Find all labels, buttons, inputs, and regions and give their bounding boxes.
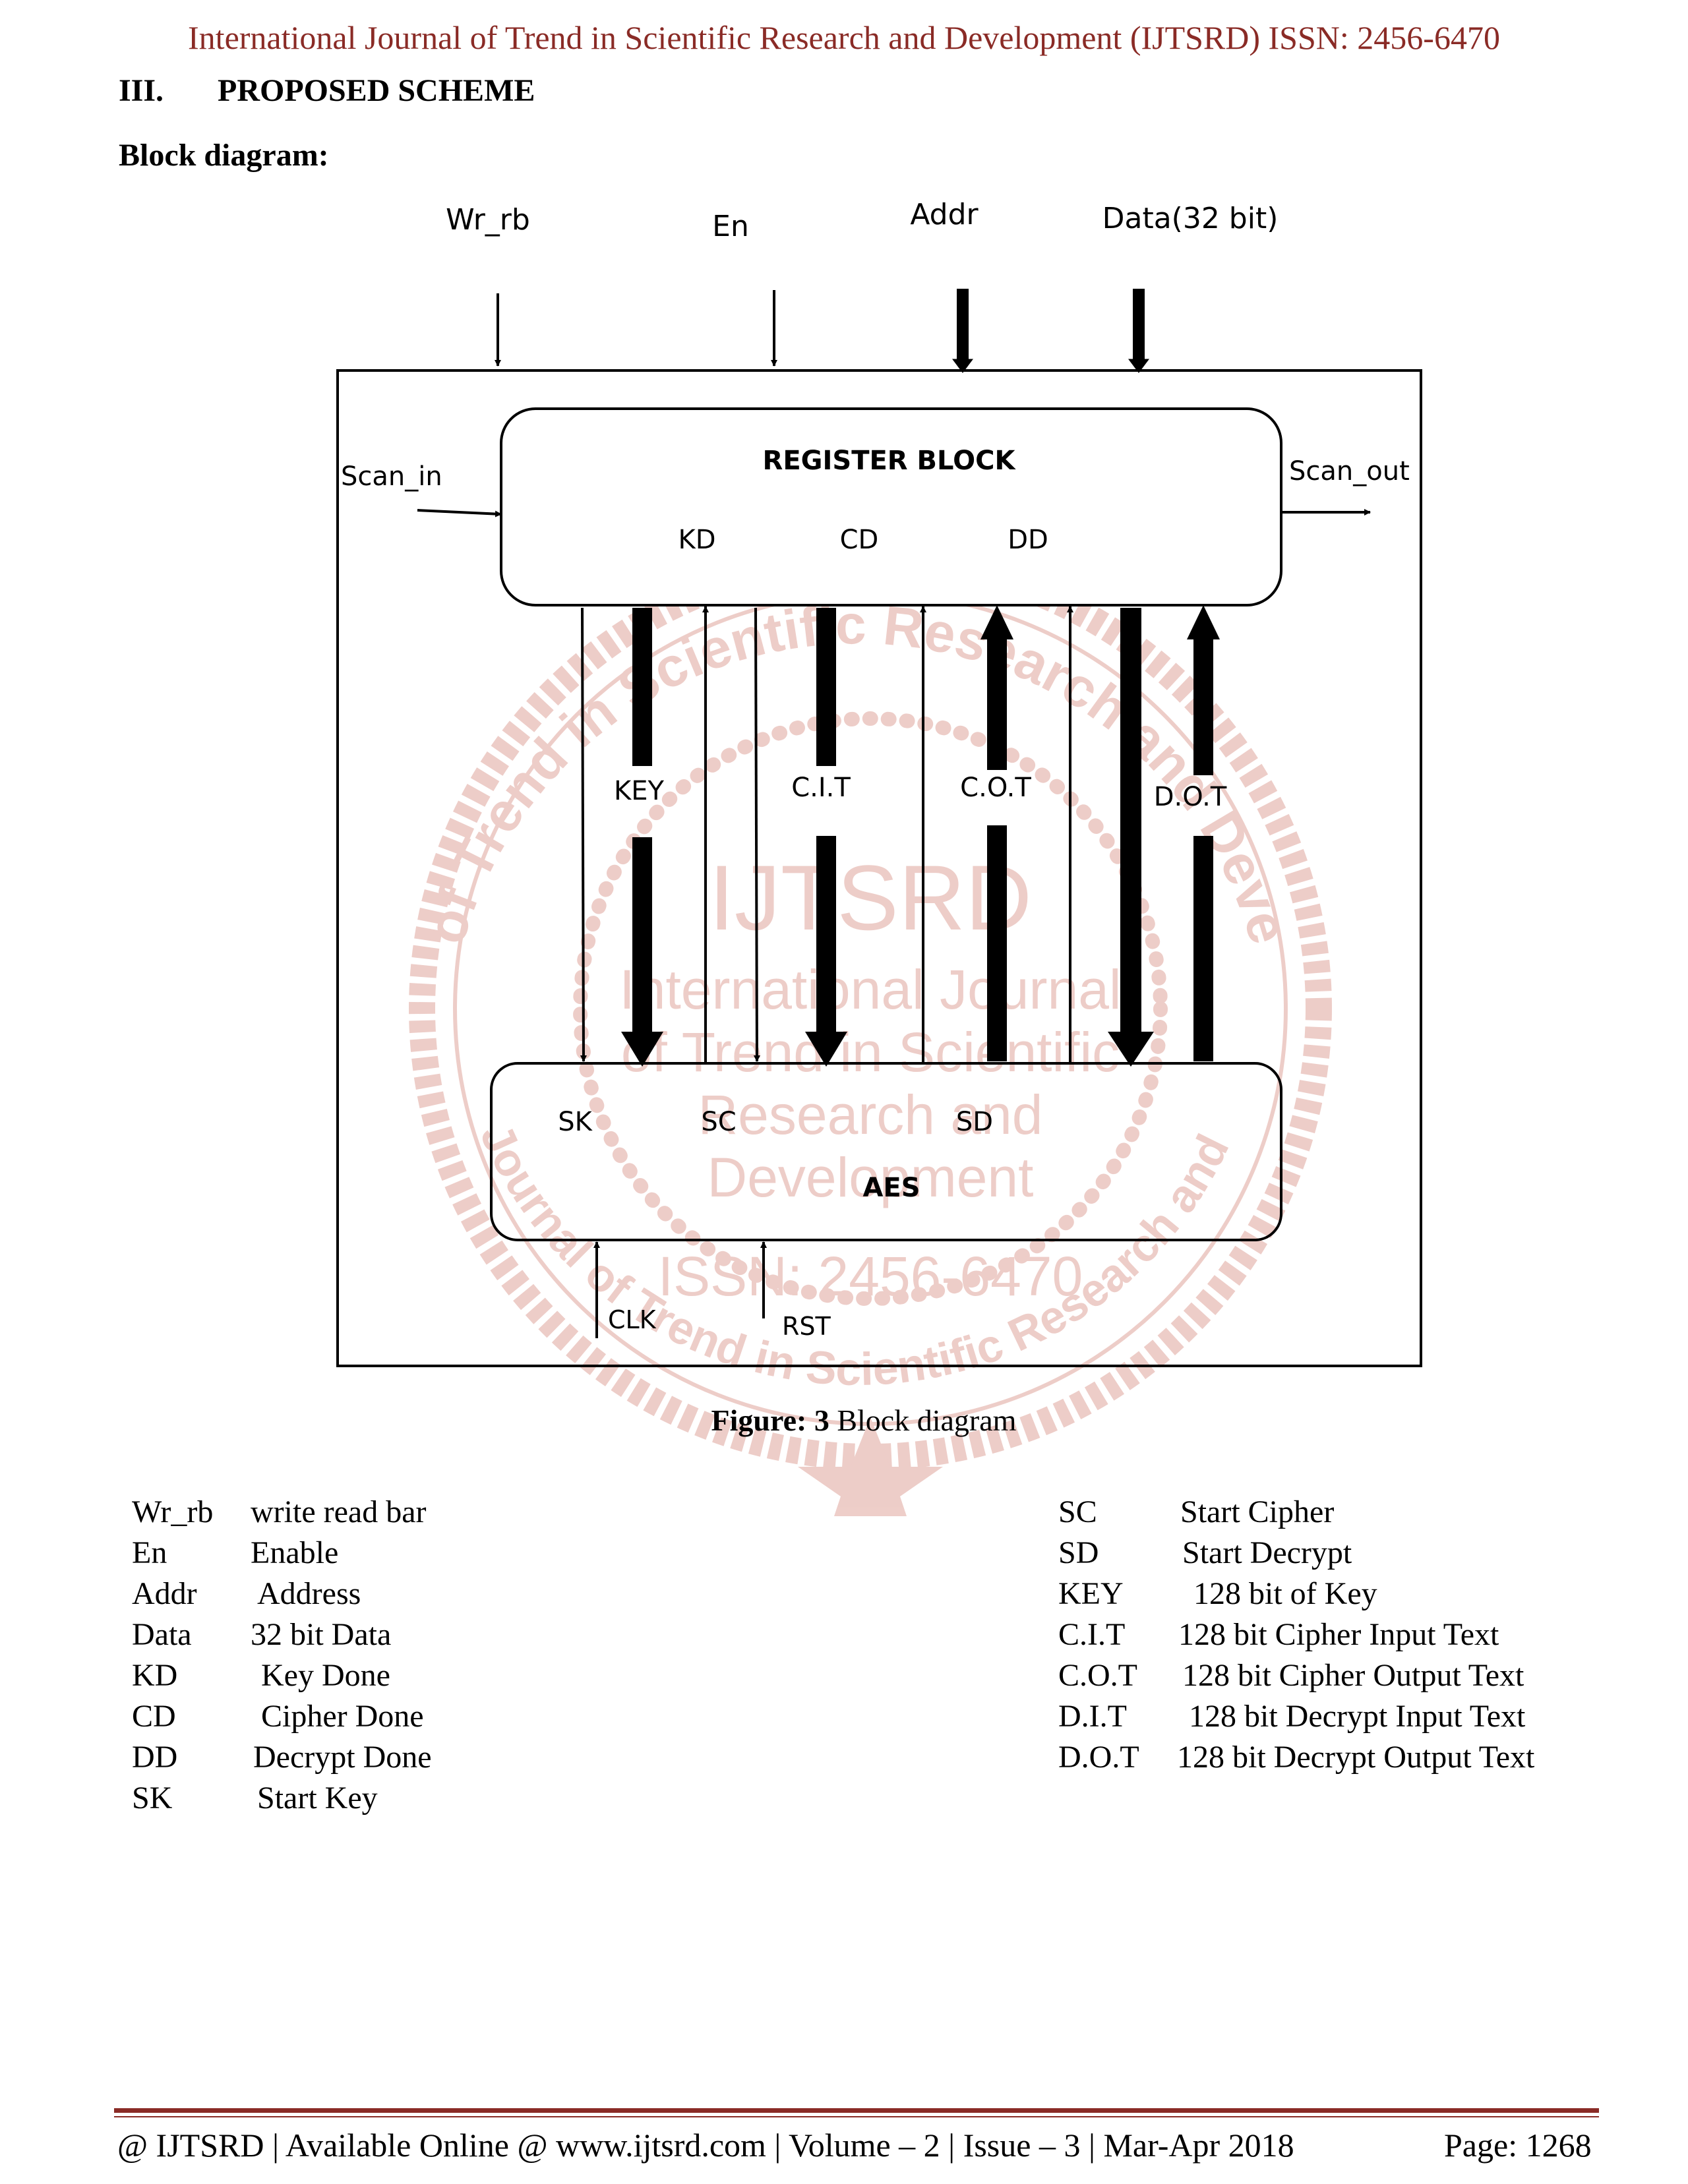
legend-abbr: CD	[132, 1699, 176, 1734]
journal-header: International Journal of Trend in Scient…	[188, 19, 1500, 56]
outer-frame	[336, 369, 1422, 1367]
figure-caption-text: Block diagram	[837, 1403, 1017, 1437]
label-dd: DD	[1008, 525, 1048, 555]
legend-abbr: En	[132, 1535, 167, 1570]
label-data: Data(32 bit)	[1102, 202, 1279, 235]
label-dot: D.O.T	[1154, 782, 1227, 812]
label-sd: SD	[956, 1107, 993, 1137]
legend-abbr: Addr	[132, 1576, 197, 1611]
legend-desc: Start Decrypt	[1182, 1535, 1352, 1570]
input-arrows	[495, 289, 1149, 373]
watermark-line3: Research and	[698, 1084, 1043, 1146]
aes-title: AES	[862, 1173, 920, 1203]
legend-abbr: KD	[132, 1658, 178, 1693]
star-icon	[798, 1417, 943, 1516]
watermark-line2: of Trend in Scientific	[621, 1021, 1120, 1083]
control-arrows	[580, 606, 1073, 1063]
legend-desc: write read bar	[251, 1494, 427, 1529]
label-cit: C.I.T	[791, 773, 851, 803]
register-block	[500, 407, 1282, 606]
label-kd: KD	[678, 525, 715, 555]
legend-abbr: D.I.T	[1058, 1699, 1127, 1734]
legend-abbr: Data	[132, 1617, 192, 1652]
label-en: En	[712, 210, 749, 243]
label-sc: SC	[701, 1107, 736, 1137]
watermark-issn: ISSN: 2456-6470	[658, 1245, 1083, 1307]
legend-abbr: C.I.T	[1058, 1617, 1126, 1652]
footer-text: @ IJTSRD | Available Online @ www.ijtsrd…	[117, 2127, 1294, 2164]
legend-desc: 128 bit of Key	[1193, 1576, 1377, 1611]
block-diagram: Journal of Trend in Scientific Research …	[0, 0, 1422, 1516]
legend-abbr: DD	[132, 1740, 178, 1775]
legend-desc: Decrypt Done	[253, 1740, 432, 1775]
section-title: PROPOSED SCHEME	[218, 73, 535, 108]
legend-desc: Key Done	[261, 1658, 390, 1693]
label-cd: CD	[840, 525, 879, 555]
footer-rule-thin	[114, 2116, 1599, 2117]
register-block-title: REGISTER BLOCK	[763, 446, 1017, 476]
figure-caption-label: Figure: 3	[711, 1403, 829, 1437]
data-buses	[621, 605, 1220, 1067]
page-number: Page: 1268	[1444, 2127, 1592, 2164]
label-cot: C.O.T	[960, 773, 1031, 803]
subheading: Block diagram:	[119, 138, 329, 173]
legend-abbr: SC	[1058, 1494, 1097, 1529]
label-sk: SK	[558, 1107, 593, 1137]
legend-desc: 128 bit Decrypt Input Text	[1189, 1699, 1526, 1734]
section-number: III.	[119, 73, 164, 108]
footer-rule	[114, 2108, 1599, 2113]
clock-reset-arrows	[593, 1241, 767, 1338]
label-wr-rb: Wr_rb	[446, 203, 530, 237]
scan-in-arrow	[417, 509, 502, 517]
legend-abbr: SD	[1058, 1535, 1099, 1570]
aes-block	[490, 1062, 1282, 1241]
label-scan-out: Scan_out	[1289, 456, 1410, 487]
legend-desc: 32 bit Data	[251, 1617, 392, 1652]
watermark-line4: Development	[708, 1146, 1034, 1208]
legend-desc: Address	[257, 1576, 361, 1611]
label-addr: Addr	[910, 198, 979, 231]
label-key: KEY	[614, 776, 665, 806]
label-rst: RST	[782, 1312, 831, 1341]
legend-desc: 128 bit Cipher Output Text	[1182, 1658, 1524, 1693]
legend-desc: Start Key	[257, 1781, 378, 1815]
legend-desc: Enable	[251, 1535, 339, 1570]
legend-abbr: C.O.T	[1058, 1658, 1137, 1693]
legend-desc: Start Cipher	[1180, 1494, 1335, 1529]
watermark-line1: International Journal	[619, 959, 1121, 1020]
legend-desc: 128 bit Decrypt Output Text	[1177, 1740, 1535, 1775]
legend-abbr: Wr_rb	[132, 1494, 214, 1529]
watermark-title: IJTSRD	[709, 846, 1032, 949]
figure-caption: Figure: 3 Block diagram	[0, 1403, 1688, 1438]
legend-desc: 128 bit Cipher Input Text	[1178, 1617, 1499, 1652]
label-clk: CLK	[608, 1305, 657, 1334]
label-scan-in: Scan_in	[341, 461, 442, 492]
legend-abbr: SK	[132, 1781, 173, 1815]
legend-abbr: KEY	[1058, 1576, 1124, 1611]
legend-abbr: D.O.T	[1058, 1740, 1139, 1775]
legend-desc: Cipher Done	[261, 1699, 424, 1734]
